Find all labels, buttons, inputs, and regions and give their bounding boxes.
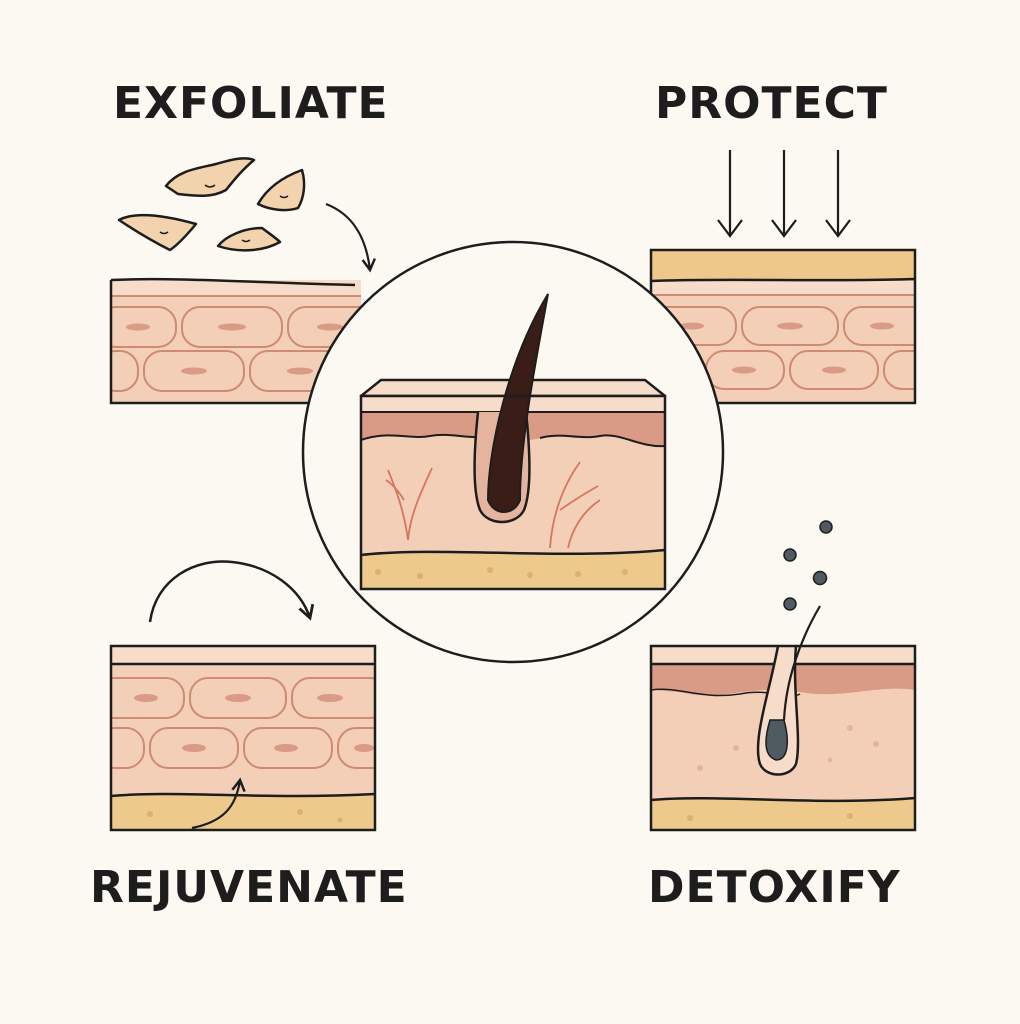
- rejuvenate-illustration: [109, 560, 377, 832]
- renewal-arrow-icon: [191, 777, 246, 830]
- exfoliate-illustration: [109, 157, 376, 405]
- label-detoxify: DETOXIFY: [648, 862, 901, 913]
- down-arrows-icon: [717, 150, 851, 238]
- cycle-arrow-icon: [148, 560, 315, 623]
- toxin-dots-icon: [783, 520, 833, 611]
- label-rejuvenate: REJUVENATE: [90, 862, 408, 913]
- skin-flakes-icon: [117, 157, 306, 252]
- blood-vessels-icon: [385, 461, 601, 549]
- center-skin-cross-section: [301, 240, 725, 664]
- label-exfoliate: EXFOLIATE: [113, 78, 389, 129]
- detoxify-illustration: [649, 520, 917, 832]
- hair-follicle-icon: [486, 293, 549, 513]
- label-protect: PROTECT: [655, 78, 888, 129]
- curved-arrow-icon: [325, 202, 376, 273]
